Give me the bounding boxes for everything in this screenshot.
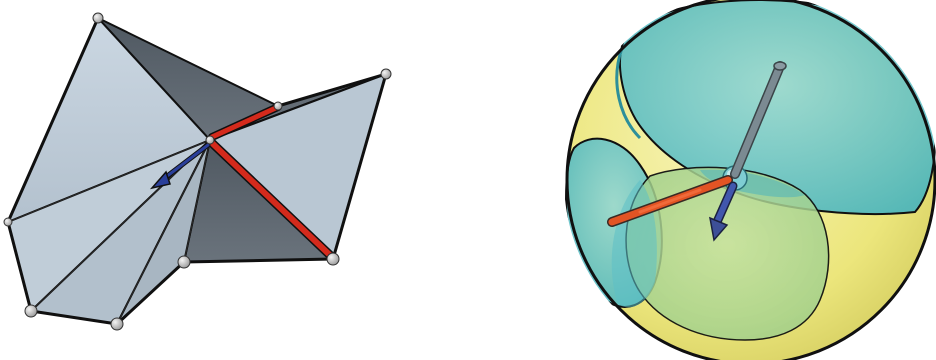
vertex-upper-right: [381, 69, 391, 79]
vertex-left: [4, 218, 12, 226]
vertex-top: [93, 13, 103, 23]
vertex-center: [206, 136, 214, 144]
polyhedral-star-diagram: [0, 0, 468, 360]
vertex-lower-right: [327, 253, 339, 265]
vertex-bottom: [111, 318, 123, 330]
sphere-caps-diagram: [468, 0, 936, 360]
vertex-bottom-left: [25, 305, 37, 317]
vertex-mid-right: [274, 102, 282, 110]
vertex-inner-bottom: [178, 256, 190, 268]
